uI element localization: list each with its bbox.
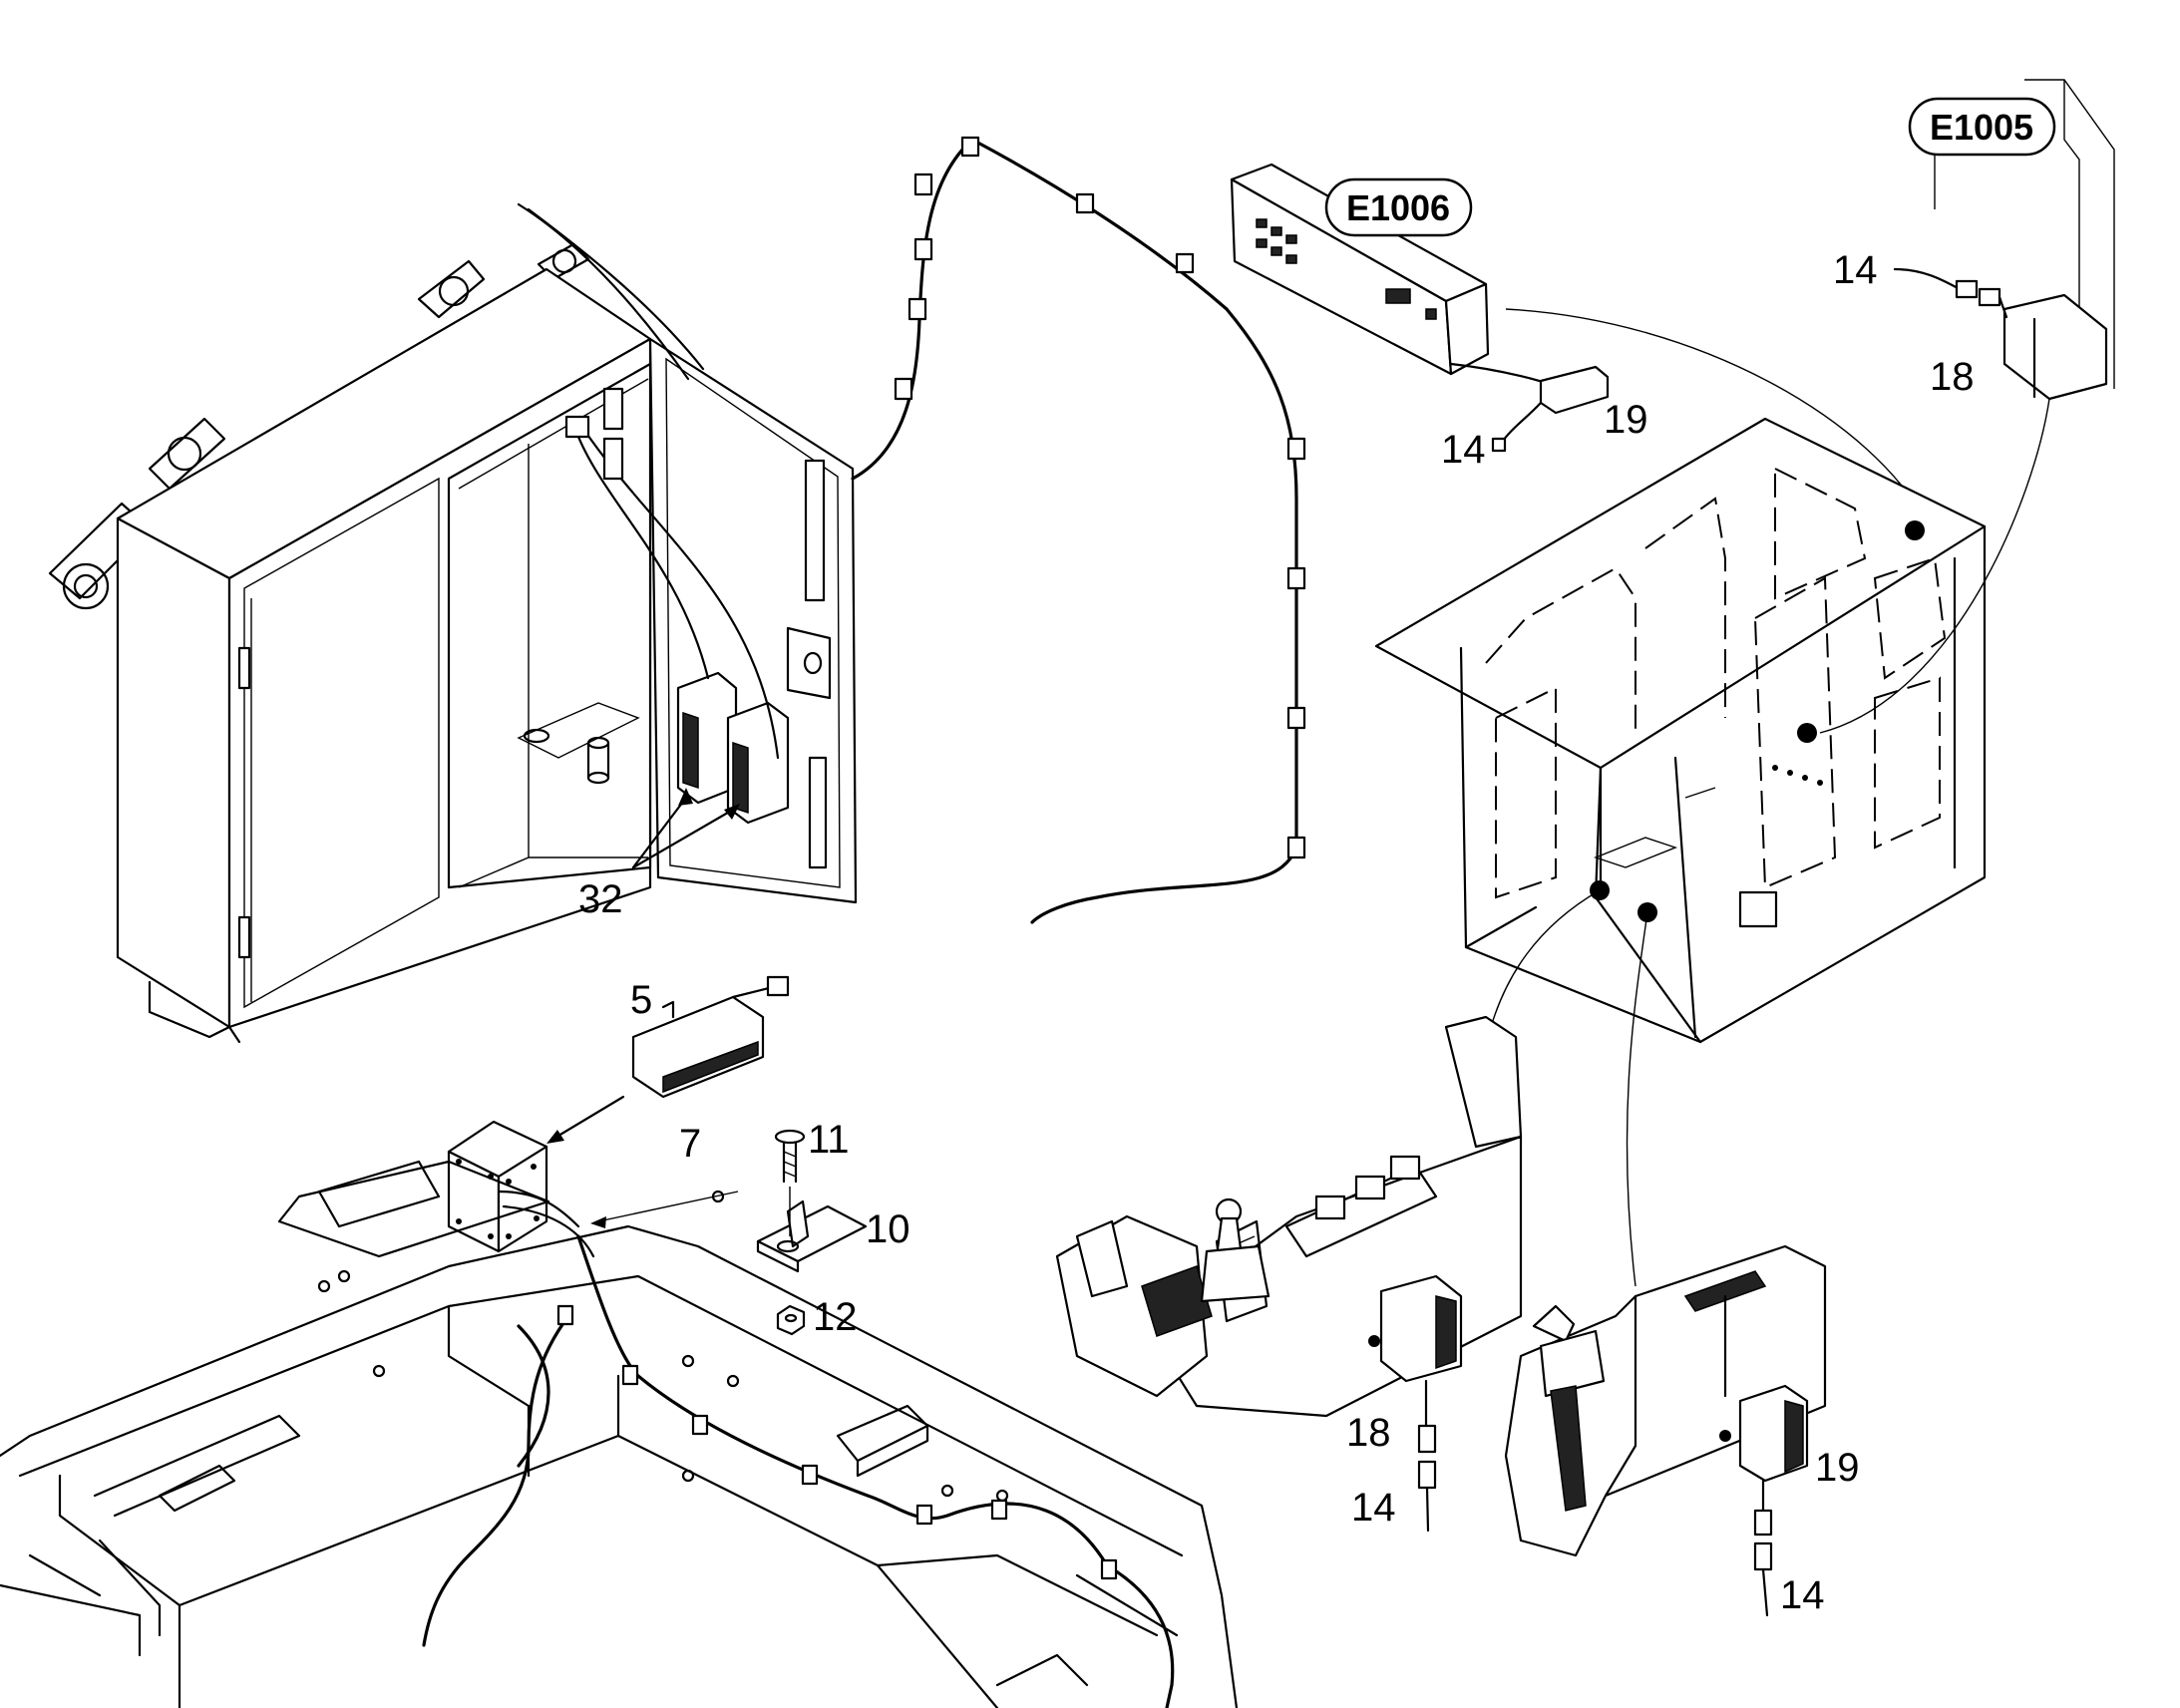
panel-e1005 xyxy=(1819,79,2115,734)
reference-label-e1005: E1005 xyxy=(1930,107,2033,148)
right-control-console xyxy=(1504,1244,1827,1617)
reference-label-e1006: E1006 xyxy=(1346,187,1450,228)
callout-10: 10 xyxy=(866,1207,910,1251)
callout-12: 12 xyxy=(813,1295,858,1339)
callout-5: 5 xyxy=(630,978,652,1022)
callout-18: 18 xyxy=(1930,355,1975,399)
electrical-cabinet xyxy=(48,202,858,1044)
callout-14: 14 xyxy=(1780,1573,1825,1617)
callout-11: 11 xyxy=(808,1118,850,1162)
callout-18: 18 xyxy=(1346,1411,1391,1455)
callout-labels: 32 5 7 11 10 12 14 19 14 18 18 14 19 14 xyxy=(578,248,1975,1617)
callout-14: 14 xyxy=(1441,428,1486,472)
callout-19: 19 xyxy=(1604,398,1648,442)
callout-14: 14 xyxy=(1351,1486,1396,1530)
left-control-console xyxy=(1055,1015,1523,1533)
callout-32: 32 xyxy=(578,877,623,921)
callout-7: 7 xyxy=(679,1122,701,1166)
reference-tag-e1006: E1006 xyxy=(1324,177,1473,237)
callout-19: 19 xyxy=(1815,1446,1860,1490)
relay-box-and-hardware xyxy=(447,975,868,1336)
wiring-harness-cable xyxy=(851,136,1306,924)
machine-chassis-frame xyxy=(0,1160,1239,1708)
reference-tag-e1005: E1005 xyxy=(1908,97,2056,157)
operator-cab-frame xyxy=(1374,417,1987,1287)
callout-14: 14 xyxy=(1833,248,1878,292)
